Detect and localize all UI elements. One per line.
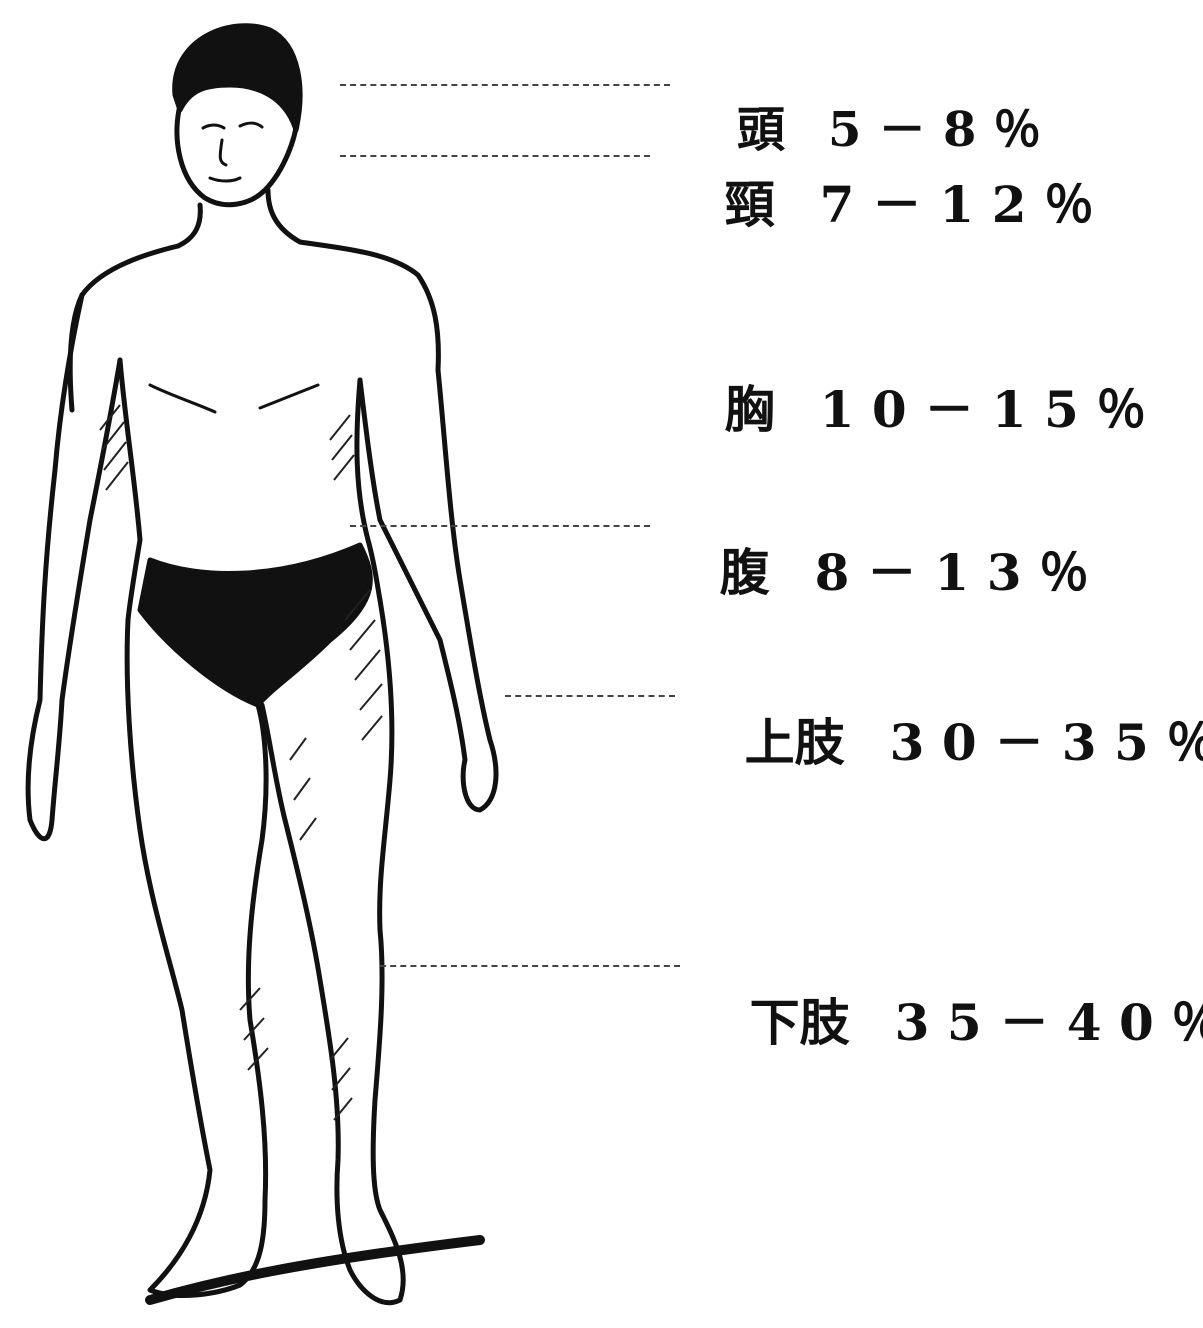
- briefs: [140, 545, 370, 705]
- label-lower-limb: 下肢 35－40％: [680, 948, 1203, 1098]
- label-percentage: 35－40％: [895, 998, 1203, 1048]
- right-leg: [262, 600, 403, 1303]
- label-percentage: 10－15％: [820, 385, 1164, 435]
- label-part: 上肢: [745, 718, 845, 768]
- label-part: 胸: [725, 385, 775, 435]
- leader-line-head: [340, 84, 670, 86]
- left-arm: [28, 295, 120, 839]
- left-leg: [127, 620, 266, 1295]
- label-part: 腹: [720, 548, 770, 598]
- label-upper-limb: 上肢 30－35％: [675, 668, 1203, 818]
- torso-outline: [70, 242, 438, 410]
- label-percentage: 30－35％: [890, 718, 1203, 768]
- leader-line-lower-limb: [380, 965, 680, 967]
- label-part: 下肢: [750, 998, 850, 1048]
- leader-line-upper-limb: [505, 695, 675, 697]
- neck-outline: [178, 190, 300, 246]
- label-part: 頸: [725, 180, 775, 230]
- label-percentage: 8－13％: [815, 548, 1107, 598]
- label-abdomen: 腹 8－13％: [650, 498, 1107, 648]
- label-chest: 胸 10－15％: [655, 335, 1164, 485]
- leader-line-neck: [340, 155, 650, 157]
- label-percentage: 7－12％: [820, 180, 1112, 230]
- head-outline: [177, 105, 296, 205]
- leader-line-abdomen: [350, 525, 650, 527]
- label-neck: 頸 7－12％: [655, 130, 1112, 280]
- ground-shadow: [150, 1240, 480, 1300]
- hair: [175, 26, 300, 130]
